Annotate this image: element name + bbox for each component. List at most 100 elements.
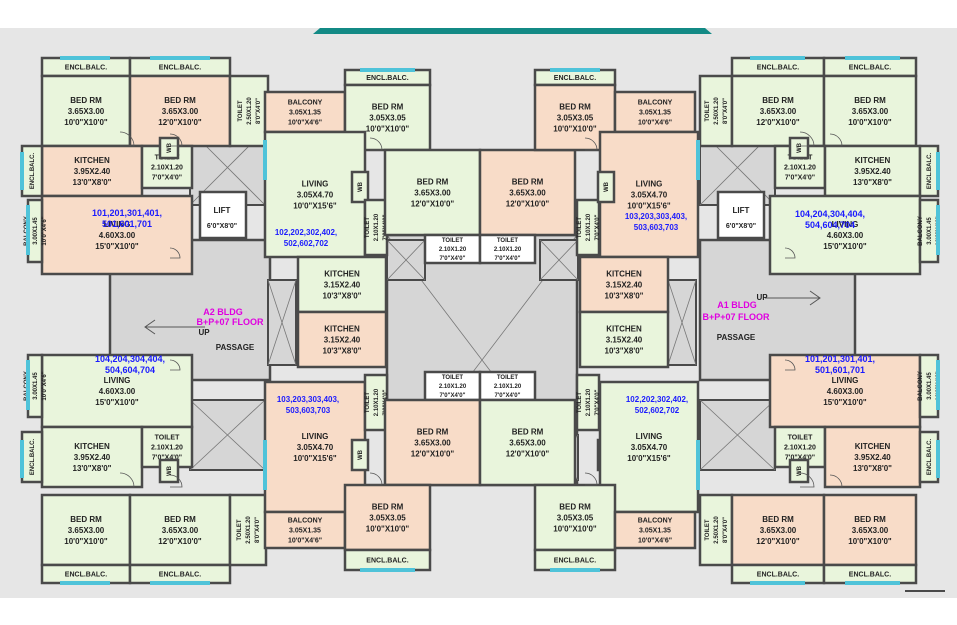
tcl-balcony-text-1: 3.05X1.35 <box>289 109 321 116</box>
unit-label-bcr-1: 102,202,302,402, <box>626 395 688 404</box>
tr-bed-rm-1-text-1: 3.65X3.00 <box>760 107 797 116</box>
tcr-bed-rm-2-text-1: 3.65X3.00 <box>509 188 546 197</box>
door-swing-3 <box>369 137 383 151</box>
tl-toilet-text-1: 2.10X1.20 <box>151 164 183 171</box>
br-encl-balc-2-text-0: ENCL.BALC. <box>849 571 891 578</box>
br-toilet-text-1: 2.10X1.20 <box>784 444 816 451</box>
lift-right-size: 6'0"X8'0" <box>726 223 756 230</box>
tl-toilet-small-text-2: 8'0"X4'0" <box>256 98 262 124</box>
tcl-wb <box>350 170 370 204</box>
tr-bed-rm-2-text-2: 10'0"X10'0" <box>848 118 892 127</box>
tcr-bed-rm-text-2: 10'0"X10'0" <box>553 124 597 133</box>
tl-bed-rm-1-text-2: 10'0"X10'0" <box>64 118 108 127</box>
tcl-toilet-text-1: 2.10X1.20 <box>439 247 467 253</box>
tcr-toilet-v-text-2: 7'0"X4'0" <box>595 214 601 240</box>
tr-wb-text-0: WB <box>797 142 803 153</box>
tcl-living-text-2: 10'0"X15'6" <box>293 201 337 210</box>
bcl-balcony-text-2: 10'0"X4'6" <box>288 537 322 544</box>
tl-encl-balc-1-text-0: ENCL.BALC. <box>65 64 107 71</box>
tl-bed-rm-1 <box>40 74 132 148</box>
unit-label-tl-2: 501,601,701 <box>102 219 152 229</box>
bcl-bed-rm-2-text-0: BED RM <box>417 427 449 436</box>
tl-living-text-2: 15'0"X10'0" <box>95 242 139 251</box>
tcr-bed-rm-2-text-2: 12'0"X10'0" <box>506 199 550 208</box>
a1-passage-label: PASSAGE <box>717 333 756 342</box>
bcl-bed-rm-2-text-2: 12'0"X10'0" <box>411 449 455 458</box>
bl-encl-balc-2-text-0: ENCL.BALC. <box>159 571 201 578</box>
br-balcony-text-0: BALCONY <box>918 371 924 401</box>
core-shaft-tr-cross <box>539 239 579 281</box>
tr-living <box>768 194 922 276</box>
door-swing-10 <box>169 359 181 371</box>
bcl-toilet-v-text-0: TOILET <box>365 392 371 414</box>
a2-up-label: UP <box>198 328 210 337</box>
tcr-balcony-text-0: BALCONY <box>638 99 673 106</box>
bcl-kitchen-text-2: 10'3"X8'0" <box>323 346 362 355</box>
unit-label-tl-1: 101,201,301,401, <box>92 208 162 218</box>
bcr-bed-rm-2-text-2: 12'0"X10'0" <box>506 449 550 458</box>
unit-label-br-1: 101,201,301,401, <box>805 354 875 364</box>
tl-living <box>40 194 194 276</box>
bottom-white-strip <box>0 598 957 625</box>
bcr-kitchen-text-0: KITCHEN <box>606 324 642 333</box>
bcl-toilet-text-1: 2.10X1.20 <box>439 384 467 390</box>
unit-label-bl-2: 504,604,704 <box>105 365 155 375</box>
bcl-balcony <box>263 510 347 550</box>
br-wb-text-0: WB <box>797 465 803 476</box>
bcr-kitchen-text-2: 10'3"X8'0" <box>605 346 644 355</box>
tcr-living-text-2: 10'0"X15'6" <box>627 201 671 210</box>
bl-toilet-text-0: TOILET <box>155 434 180 441</box>
bl-encl-balc-1-text-0: ENCL.BALC. <box>65 571 107 578</box>
door-swing-6 <box>829 133 843 147</box>
bcl-living-text-1: 3.05X4.70 <box>297 443 334 452</box>
door-swing-5 <box>799 131 815 147</box>
bl-encl-balc-v-text-0: ENCL.BALC. <box>30 439 36 476</box>
tcr-bed-rm-2 <box>478 148 577 237</box>
bl-bed-rm-1-text-1: 3.65X3.00 <box>68 526 105 535</box>
unit-label-tc-2: 502,602,702 <box>284 239 329 248</box>
br-toilet-small-text-2: 8'0"X4'0" <box>723 517 729 543</box>
br-living <box>768 353 922 429</box>
bcr-kitchen-text-1: 3.15X2.40 <box>606 335 643 344</box>
tcl-bed-rm-text-0: BED RM <box>372 102 404 111</box>
bl-bed-rm-1-text-2: 10'0"X10'0" <box>64 537 108 546</box>
bl-toilet-text-2: 7'0"X4'0" <box>152 454 182 461</box>
bl-toilet-small-text-2: 8'0"X4'0" <box>255 517 261 543</box>
br-living-text-1: 4.60X3.00 <box>827 387 864 396</box>
door-swing-15 <box>784 359 796 371</box>
bcr-toilet-v-text-1: 2.10X1.20 <box>586 388 592 416</box>
bcr-bed-rm-2 <box>478 398 577 487</box>
bcr-toilet-v-text-0: TOILET <box>577 392 583 414</box>
bl-balcony-text-2: 10'0"X4'6" <box>42 371 48 400</box>
tr-living-text-0: LIVING <box>832 220 859 229</box>
br-encl-balc-1-text-0: ENCL.BALC. <box>757 571 799 578</box>
br-balcony-text-1: 3.00X1.45 <box>927 372 933 400</box>
bl-living-text-2: 15'0"X10'0" <box>95 398 139 407</box>
tcr-living-text-0: LIVING <box>636 179 663 188</box>
tl-bed-rm-2 <box>128 74 232 148</box>
bl-living-text-1: 4.60X3.00 <box>99 387 136 396</box>
unit-label-tr-2: 504,604,704 <box>805 220 855 230</box>
unit-label-bl-1: 104,204,304,404, <box>95 354 165 364</box>
bcl-kitchen-text-0: KITCHEN <box>324 324 360 333</box>
door-swing-7 <box>784 247 796 259</box>
bl-bed-rm-1-text-0: BED RM <box>70 515 102 524</box>
tr-toilet-text-2: 7'0"X4'0" <box>785 174 815 181</box>
tcr-kitchen-text-0: KITCHEN <box>606 269 642 278</box>
bl-toilet-text-1: 2.10X1.20 <box>151 444 183 451</box>
tr-encl-balc-2-text-0: ENCL.BALC. <box>849 64 891 71</box>
a2-up-arrow <box>144 319 205 335</box>
bcl-kitchen <box>296 310 388 369</box>
br-toilet-small-text-1: 2.50X1.20 <box>714 516 720 544</box>
bcr-balcony-text-0: BALCONY <box>638 517 673 524</box>
bcl-toilet-text-0: TOILET <box>442 375 464 381</box>
bcr-kitchen <box>578 310 670 369</box>
door-swing-2 <box>169 247 181 259</box>
tl-living-text-1: 4.60X3.00 <box>99 231 136 240</box>
bl-living-text-0: LIVING <box>104 376 131 385</box>
tl-balcony-text-2: 10'0"X4'6" <box>42 216 48 245</box>
tr-toilet-small-text-2: 8'0"X4'0" <box>723 98 729 124</box>
tr-living-text-1: 4.60X3.00 <box>827 231 864 240</box>
tcr-toilet-v <box>575 198 601 257</box>
tr-encl-balc-v-text-0: ENCL.BALC. <box>927 153 933 190</box>
